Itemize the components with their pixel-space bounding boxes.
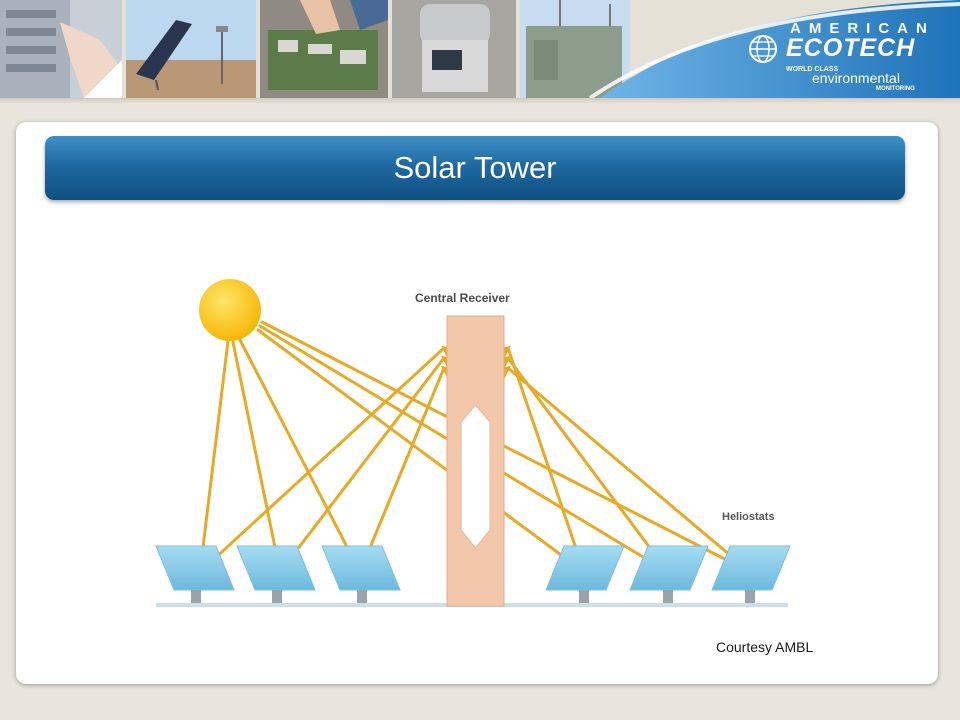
brand-tagline-2: environmental [812, 70, 900, 86]
light-ray [278, 356, 446, 574]
heliostat-post [357, 590, 367, 603]
heliostat-mirror [711, 545, 791, 591]
heliostat-mirror [236, 545, 316, 591]
sun [199, 279, 261, 341]
light-ray [198, 346, 446, 574]
heliostat-mirror [155, 545, 235, 591]
heliostat-mirror [629, 545, 709, 591]
heliostat-post [272, 590, 282, 603]
tower-window [460, 404, 491, 549]
heliostat-mirror [321, 545, 401, 591]
light-ray [256, 328, 586, 574]
light-ray [260, 320, 752, 574]
photo-instrument-panel [0, 0, 122, 98]
slide-title: Solar Tower [393, 150, 557, 185]
light-ray [238, 338, 362, 574]
brand-tagline-1: WORLD CLASS [786, 66, 839, 73]
light-ray [198, 339, 230, 574]
photo-enclosure [392, 0, 516, 98]
brand-tagline-3: MONITORING [876, 86, 915, 92]
heliostat-post [579, 590, 589, 603]
photo-solar-panel [126, 0, 256, 98]
light-ray [506, 346, 586, 574]
heliostats-label: Heliostats [722, 511, 775, 523]
central-receiver-label: Central Receiver [415, 291, 510, 305]
banner-shadow [0, 98, 960, 104]
heliostat-post [745, 590, 755, 603]
heliostat-post [663, 590, 673, 603]
heliostat-post [191, 590, 201, 603]
light-ray [358, 366, 446, 574]
light-ray [506, 366, 752, 574]
globe-icon [749, 35, 777, 63]
photo-shelter [520, 0, 630, 98]
brand-name-main: ECOTECH [786, 34, 916, 62]
image-credit: Courtesy AMBL [716, 639, 814, 655]
light-ray [231, 340, 282, 574]
brand-name-top: AMERICAN [790, 20, 935, 37]
heliostat-mirror [545, 545, 625, 591]
title-bar [45, 136, 905, 200]
header-banner: AMERICAN ECOTECH WORLD CLASS environment… [0, 0, 960, 98]
photo-electronics [260, 0, 388, 98]
light-ray [506, 356, 670, 574]
brand-swoosh [588, 0, 960, 98]
